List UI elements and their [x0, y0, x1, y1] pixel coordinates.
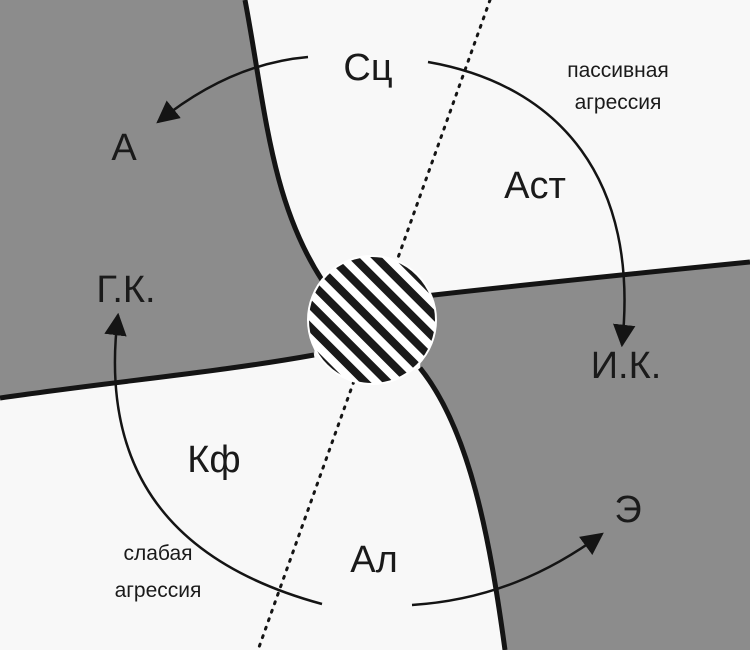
label-e: Э [614, 489, 641, 531]
boundary-curve-top-left [242, 0, 325, 282]
arrow-al-to-e [411, 532, 604, 607]
arrow-sc-to-ik [427, 60, 636, 348]
label-ik: И.К. [591, 345, 662, 387]
label-passive-aggression-line2: агрессия [575, 91, 662, 114]
label-al: Ал [350, 539, 398, 581]
boundary-curve-left [0, 352, 315, 401]
label-a: А [111, 127, 137, 169]
shaded-region-top-left [0, 0, 322, 398]
label-kf: Кф [187, 439, 240, 481]
shaded-region-bottom-right [420, 262, 750, 650]
label-gk: Г.К. [96, 269, 155, 311]
boundary-curve-bottom-right [418, 366, 508, 650]
arrow-al-to-gk [104, 312, 323, 606]
label-weak-aggression-line2: агрессия [115, 579, 202, 602]
arrow-sc-to-a [156, 55, 309, 124]
striped-circle-icon [307, 255, 437, 385]
label-sc: Сц [343, 47, 392, 89]
label-ast: Аст [504, 165, 566, 207]
label-passive-aggression-line1: пассивная [567, 59, 669, 82]
label-weak-aggression-line1: слабая [123, 542, 192, 565]
boundary-curve-right [424, 259, 750, 299]
